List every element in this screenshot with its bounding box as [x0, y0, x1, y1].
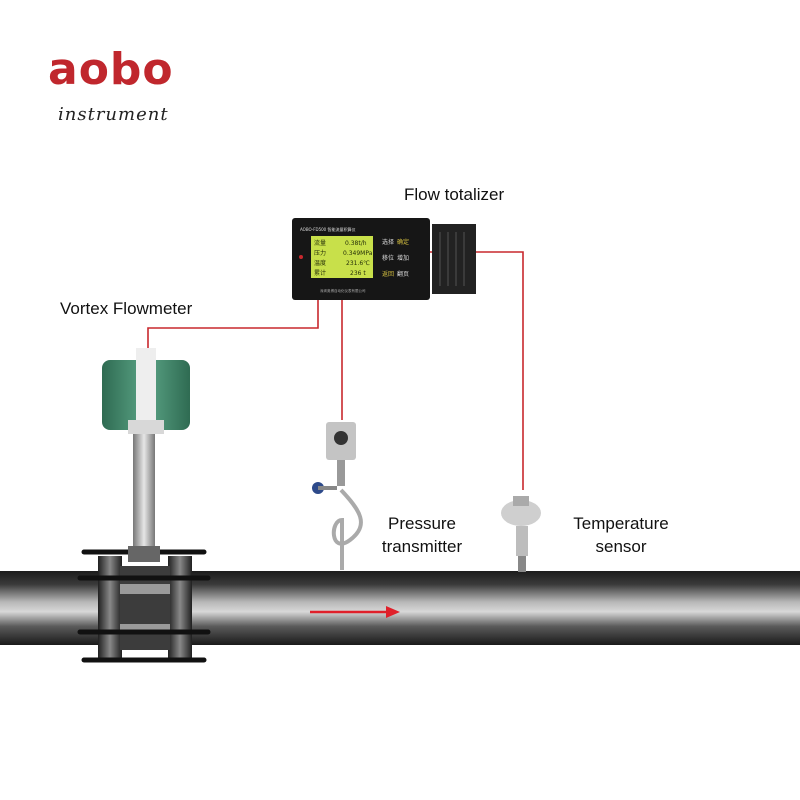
label-vortex-flowmeter: Vortex Flowmeter — [60, 299, 193, 318]
totalizer-key: 选择 — [382, 238, 394, 246]
totalizer-header: AOBO-FD500 智能流量积算仪 — [300, 226, 355, 232]
label-temperature-sensor: Temperature sensor — [566, 513, 676, 559]
totalizer-footer: 深圳奥博自动化仪表有限公司 — [320, 288, 366, 293]
flow-totalizer: AOBO-FD500 智能流量积算仪 流量 0.38t/h 压力 0.349MP… — [292, 218, 476, 300]
lcd-row-label: 温度 — [314, 259, 326, 267]
lcd-row-label: 压力 — [314, 249, 326, 257]
label-line: Temperature — [573, 514, 669, 533]
brand-logo: aobo — [48, 44, 174, 95]
status-led — [299, 255, 303, 259]
brand-tagline: instrument — [58, 104, 169, 125]
totalizer-lcd — [311, 236, 373, 278]
lcd-row-label: 累计 — [314, 269, 326, 277]
totalizer-key: 翻页 — [397, 270, 409, 278]
lcd-row-value: 0.349MPa — [343, 250, 373, 257]
pressure-transmitter — [312, 422, 363, 570]
label-flow-totalizer: Flow totalizer — [404, 185, 505, 204]
vortex-flowmeter — [77, 348, 211, 663]
totalizer-key: 返回 — [382, 271, 394, 278]
temperature-sensor — [501, 496, 541, 572]
label-line: sensor — [595, 536, 647, 556]
totalizer-key: 确定 — [397, 238, 409, 246]
label-line: transmitter — [381, 536, 463, 556]
totalizer-key: 移位 — [382, 254, 394, 262]
lcd-row-label: 流量 — [314, 239, 326, 247]
lcd-row-value: 0.38t/h — [345, 240, 367, 247]
totalizer-key: 增加 — [397, 254, 409, 262]
label-line: Pressure — [387, 514, 457, 533]
lcd-row-value: 236 t — [350, 270, 366, 277]
flow-direction-arrow — [310, 606, 400, 618]
label-pressure-transmitter: Pressure transmitter — [372, 513, 472, 559]
lcd-row-value: 231.6℃ — [346, 260, 370, 267]
